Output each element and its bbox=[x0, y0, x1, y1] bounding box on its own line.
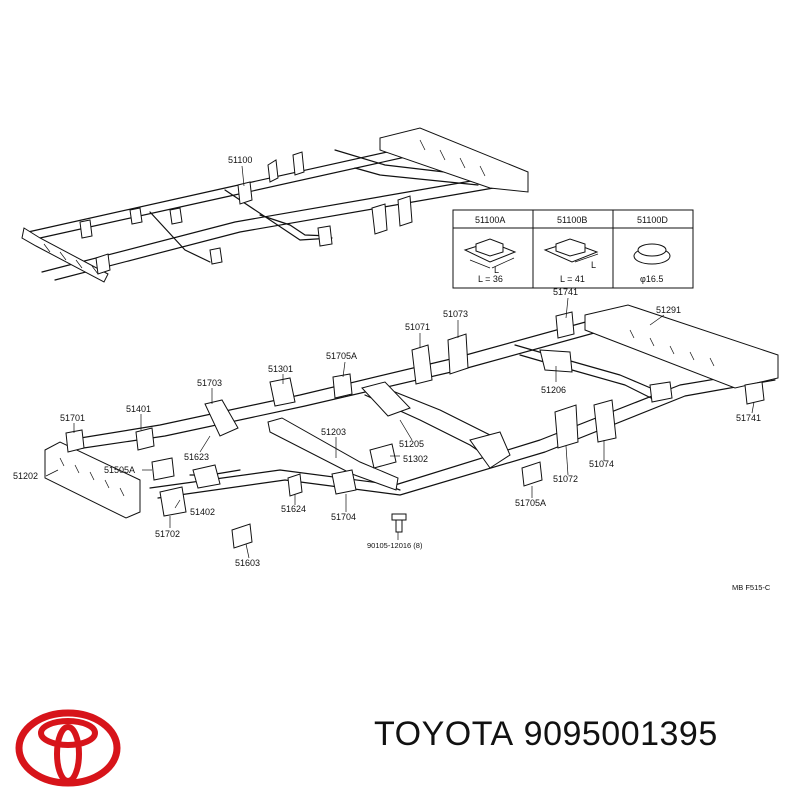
inset-header-51100D: 51100D bbox=[637, 215, 668, 225]
inset-caption-a: L = 36 bbox=[478, 274, 503, 284]
callout-51301: 51301 bbox=[268, 364, 293, 374]
figure-code: MB F515-C bbox=[732, 583, 771, 592]
callout-51206: 51206 bbox=[541, 385, 566, 395]
callout-51701: 51701 bbox=[60, 413, 85, 423]
grommet-d-icon bbox=[633, 243, 671, 265]
callout-51702: 51702 bbox=[155, 529, 180, 539]
toyota-logo-icon bbox=[15, 709, 121, 787]
inset-dim-l-a: L bbox=[494, 265, 499, 275]
leader-lines bbox=[45, 297, 755, 559]
inset-header-51100A: 51100A bbox=[475, 215, 505, 225]
inset-caption-b: L = 41 bbox=[560, 274, 585, 284]
callout-51741-top: 51741 bbox=[553, 287, 578, 297]
upper-frame-assembly bbox=[21, 127, 529, 283]
callout-51623: 51623 bbox=[184, 452, 209, 462]
grommet-a-icon: L bbox=[463, 238, 517, 275]
callout-51705a-bottom: 51705A bbox=[515, 498, 546, 508]
leader-51100 bbox=[241, 165, 245, 187]
callout-51202: 51202 bbox=[13, 471, 38, 481]
callout-51704: 51704 bbox=[331, 512, 356, 522]
callout-51074: 51074 bbox=[589, 459, 614, 469]
callout-51505a: 51505A bbox=[104, 465, 135, 475]
callout-51302: 51302 bbox=[403, 454, 428, 464]
inset-header-51100B: 51100B bbox=[557, 215, 587, 225]
callout-51402: 51402 bbox=[190, 507, 215, 517]
callout-51100: 51100 bbox=[228, 155, 252, 165]
callout-51624: 51624 bbox=[281, 504, 306, 514]
inset-dim-l-b: L bbox=[591, 260, 596, 270]
callout-90105-12016: 90105-12016 (8) bbox=[367, 541, 423, 550]
main-frame-assembly bbox=[44, 304, 779, 549]
callout-51705a-top: 51705A bbox=[326, 351, 357, 361]
part-number: 9095001395 bbox=[523, 715, 718, 753]
grommet-inset-table: 51100A 51100B 51100D L L L = 36 L = 41 φ… bbox=[452, 209, 694, 289]
brand-name: TOYOTA bbox=[374, 715, 514, 753]
callout-51291: 51291 bbox=[656, 305, 681, 315]
callout-51072: 51072 bbox=[553, 474, 578, 484]
inset-caption-d: φ16.5 bbox=[640, 274, 663, 284]
callout-51603: 51603 bbox=[235, 558, 260, 568]
callout-51071: 51071 bbox=[405, 322, 430, 332]
callout-51401: 51401 bbox=[126, 404, 151, 414]
callout-51205: 51205 bbox=[399, 439, 424, 449]
callout-51203: 51203 bbox=[321, 427, 346, 437]
callout-51073: 51073 bbox=[443, 309, 468, 319]
callout-51703: 51703 bbox=[197, 378, 222, 388]
grommet-b-icon: L bbox=[543, 238, 599, 270]
callout-51741-right: 51741 bbox=[736, 413, 761, 423]
